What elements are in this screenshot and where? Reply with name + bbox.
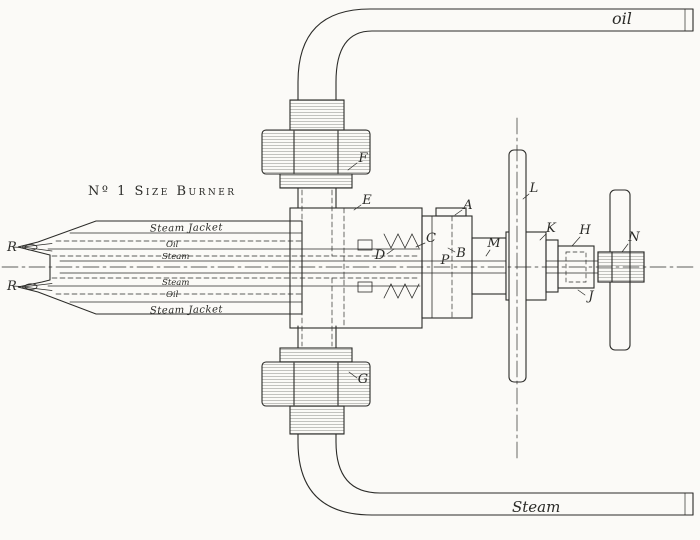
steam-jacket-bottom-label: Steam Jacket	[150, 304, 224, 316]
steam-channel-bottom-label: Steam	[162, 278, 189, 288]
figure-title: Nº 1 Size Burner	[88, 184, 237, 199]
label-l: L	[529, 181, 539, 196]
label-k: K	[545, 221, 557, 236]
union-nut-g	[261, 347, 371, 435]
steam-jacket-top-label: Steam Jacket	[150, 222, 224, 234]
label-e: E	[361, 193, 372, 208]
spring-top	[383, 233, 420, 249]
label-a: A	[462, 198, 472, 213]
label-j: J	[585, 289, 594, 304]
label-h: H	[578, 223, 591, 238]
steam-channel-top-label: Steam	[162, 252, 189, 262]
label-g: G	[358, 372, 368, 387]
nozzle-tip-bottom	[24, 283, 38, 290]
label-b: B	[455, 246, 466, 261]
oil-channel-top-label: Oil	[166, 240, 179, 250]
label-r-bottom: R	[6, 279, 17, 294]
leader-lines	[12, 162, 629, 379]
handle-bar-l	[508, 149, 527, 383]
label-f: F	[357, 151, 368, 166]
label-n: N	[627, 230, 640, 245]
oil-pipe-label: oil	[612, 9, 632, 28]
spring-bottom	[383, 283, 420, 299]
steam-pipe-label: Steam	[512, 498, 560, 516]
union-nut-f	[261, 129, 371, 257]
steam-pipe-elbow	[297, 433, 694, 516]
nozzle-tip-top	[24, 244, 38, 251]
oil-channel-bottom-label: Oil	[166, 290, 179, 300]
label-m: M	[486, 236, 501, 251]
oil-supply-pipe	[289, 8, 694, 131]
part-letters: R R F E A C D B P M K L H N J G	[6, 151, 640, 387]
label-r-top: R	[6, 240, 17, 255]
label-d: D	[374, 248, 386, 263]
gland-assembly	[505, 149, 595, 383]
label-p: P	[440, 253, 450, 268]
label-c: C	[426, 231, 436, 246]
